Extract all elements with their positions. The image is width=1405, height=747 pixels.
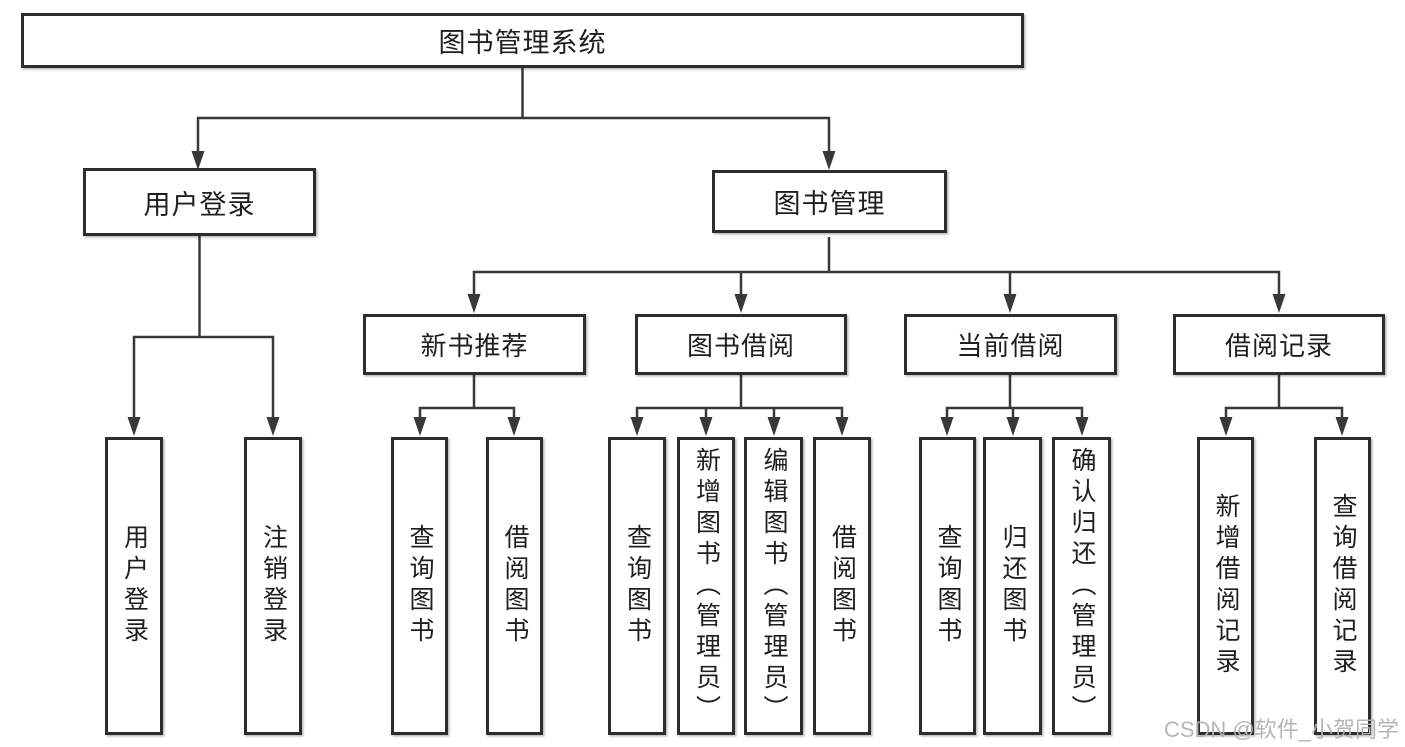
node-current-borrowing: 当前借阅 xyxy=(904,314,1117,375)
leaf-logout: 注销登录 xyxy=(244,437,302,735)
leaf-add-book-admin: 新增图书（管理员） xyxy=(677,437,735,735)
leaf-label: 编辑图书（管理员） xyxy=(760,446,788,726)
leaf-return-books: 归还图书 xyxy=(983,437,1042,735)
leaf-label: 注销登录 xyxy=(259,524,288,648)
leaf-confirm-return-admin: 确认归还（管理员） xyxy=(1052,437,1111,735)
leaf-query-books-current: 查询图书 xyxy=(919,437,976,735)
leaf-label: 用户登录 xyxy=(120,524,149,648)
leaf-label: 借阅图书 xyxy=(501,524,529,648)
node-library-management-system: 图书管理系统 xyxy=(21,13,1024,68)
leaf-label: 确认归还（管理员） xyxy=(1068,446,1096,726)
node-label: 图书管理系统 xyxy=(438,28,607,58)
leaf-label: 新增图书（管理员） xyxy=(692,446,721,726)
node-label: 用户登录 xyxy=(143,189,256,220)
node-label: 借阅记录 xyxy=(1224,331,1333,361)
leaf-edit-book-admin: 编辑图书（管理员） xyxy=(744,437,803,735)
leaf-query-borrow-record: 查询借阅记录 xyxy=(1314,437,1371,735)
leaf-label: 新增借阅记录 xyxy=(1212,493,1240,679)
leaf-label: 借阅图书 xyxy=(828,524,857,648)
leaf-label: 查询图书 xyxy=(406,524,434,648)
csdn-watermark: CSDN @软件_小贺同学 xyxy=(1163,717,1399,742)
arrowheads xyxy=(127,151,1349,436)
leaf-label: 查询图书 xyxy=(934,524,962,648)
leaf-borrow-books-borrowing: 借阅图书 xyxy=(813,437,871,735)
node-label: 新书推荐 xyxy=(420,331,529,361)
node-label: 图书管理 xyxy=(773,189,886,219)
node-book-management-branch: 图书管理 xyxy=(712,170,947,233)
node-book-borrowing: 图书借阅 xyxy=(635,314,847,375)
tree-edges xyxy=(132,68,1344,420)
leaf-add-borrow-record: 新增借阅记录 xyxy=(1197,437,1254,735)
node-label: 当前借阅 xyxy=(956,331,1065,361)
node-new-book-recommendation: 新书推荐 xyxy=(363,314,586,375)
node-borrowing-records: 借阅记录 xyxy=(1173,314,1385,375)
leaf-query-books-recommend: 查询图书 xyxy=(391,437,448,735)
leaf-query-books-borrowing: 查询图书 xyxy=(608,437,666,735)
node-label: 图书借阅 xyxy=(686,331,795,361)
leaf-label: 归还图书 xyxy=(999,524,1027,648)
leaf-user-login: 用户登录 xyxy=(105,437,163,735)
leaf-label: 查询图书 xyxy=(623,524,652,648)
node-user-login-branch: 用户登录 xyxy=(83,168,316,236)
leaf-borrow-books-recommend: 借阅图书 xyxy=(486,437,543,735)
leaf-label: 查询借阅记录 xyxy=(1329,493,1357,679)
